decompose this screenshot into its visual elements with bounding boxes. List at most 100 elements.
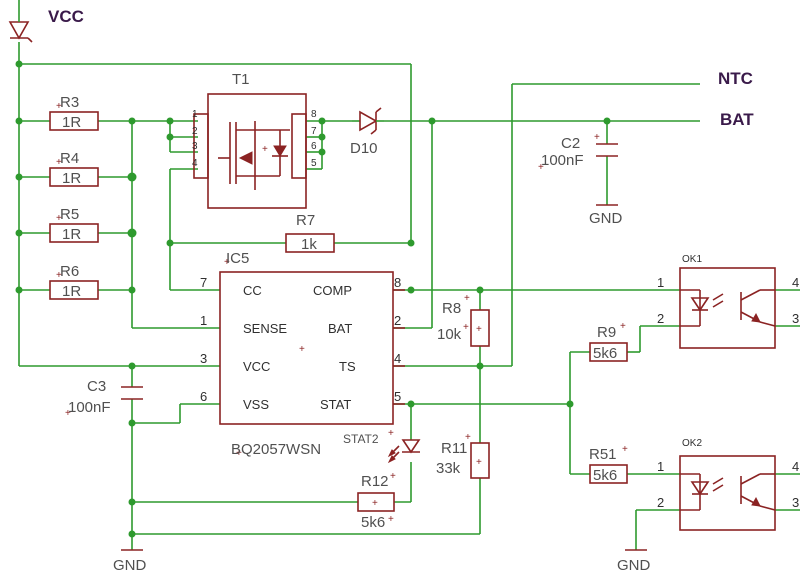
r11-value: 33k [436, 460, 461, 477]
svg-text:+: + [594, 132, 600, 143]
ic5-pin-vcc: VCC [243, 359, 270, 374]
resistor-r7 [285, 233, 335, 253]
r3-value: 1R [62, 114, 81, 131]
diode-d10 [352, 107, 384, 135]
ok2-pin-2: 2 [657, 495, 664, 510]
resistor-r12: + + + [357, 471, 396, 525]
resistor-r9: + [589, 321, 628, 362]
t1-pin-4: 4 [192, 158, 198, 169]
svg-text:+: + [476, 457, 482, 468]
svg-text:+: + [388, 514, 394, 525]
resistor-r51: + [589, 444, 628, 484]
ic5-pin-2-num: 2 [394, 313, 401, 328]
r9-value: 5k6 [593, 345, 617, 362]
junction-dots [15, 60, 611, 538]
resistor-r5: + [49, 213, 99, 243]
ic5-body: + + + [219, 257, 405, 459]
vcc-symbol [8, 0, 33, 43]
ic5-pin-6-num: 6 [200, 389, 207, 404]
svg-text:+: + [620, 321, 626, 332]
r5-name: R5 [60, 206, 79, 223]
ic5-pin-comp: COMP [313, 283, 352, 298]
ic5-pin-ts: TS [339, 359, 356, 374]
ok2-pin-3: 3 [792, 495, 799, 510]
resistor-r4: + [49, 157, 99, 187]
svg-text:+: + [236, 448, 242, 459]
optocoupler-ok2 [679, 455, 776, 531]
ic5-part: BQ2057WSN [231, 441, 321, 458]
ok2-name: OK2 [682, 438, 702, 449]
svg-text:+: + [299, 344, 305, 355]
svg-text:+: + [622, 444, 628, 455]
ic5-pin-1-num: 1 [200, 313, 207, 328]
svg-text:+: + [224, 257, 230, 268]
c2-value: 100nF [541, 152, 584, 169]
ok1-name: OK1 [682, 254, 702, 265]
svg-text:+: + [464, 293, 470, 304]
r3-name: R3 [60, 94, 79, 111]
r4-value: 1R [62, 170, 81, 187]
c3-name: C3 [87, 378, 106, 395]
wires [18, 42, 800, 550]
ic5-pin-8-num: 8 [394, 275, 401, 290]
svg-text:+: + [463, 322, 469, 333]
svg-text:+: + [56, 157, 62, 168]
svg-text:+: + [390, 471, 396, 482]
gnd-label-ok2: GND [617, 557, 651, 574]
ic5-pin-stat: STAT [320, 397, 351, 412]
led-stat2: + [387, 428, 421, 464]
ic5-pin-bat: BAT [328, 321, 352, 336]
ic5-pin-7-num: 7 [200, 275, 207, 290]
svg-text:+: + [56, 270, 62, 281]
r51-name: R51 [589, 446, 617, 463]
ic5-pin-cc: CC [243, 283, 262, 298]
r12-value: 5k6 [361, 514, 385, 531]
r6-value: 1R [62, 283, 81, 300]
t1-pin-8: 8 [311, 109, 317, 120]
svg-text:+: + [538, 162, 544, 173]
svg-text:+: + [65, 408, 71, 419]
svg-text:+: + [388, 428, 394, 439]
ok1-pin-2: 2 [657, 311, 664, 326]
r9-name: R9 [597, 324, 616, 341]
resistor-r6: + [49, 270, 99, 300]
r6-name: R6 [60, 263, 79, 280]
c2-name: C2 [561, 135, 580, 152]
ic5-pin-vss: VSS [243, 397, 269, 412]
r7-value: 1k [301, 236, 317, 253]
t1-pin-3: 3 [192, 141, 198, 152]
resistor-r11: + + [465, 432, 490, 479]
ic5-pin-5-num: 5 [394, 389, 401, 404]
d10-name: D10 [350, 140, 378, 157]
r4-name: R4 [60, 150, 79, 167]
svg-text:+: + [56, 101, 62, 112]
r7-name: R7 [296, 212, 315, 229]
transistor-t1: + [193, 93, 307, 209]
r5-value: 1R [62, 226, 81, 243]
t1-pin-5: 5 [311, 158, 317, 169]
resistor-r3: + [49, 101, 99, 131]
svg-text:+: + [476, 324, 482, 335]
svg-text:+: + [372, 498, 378, 509]
r8-name: R8 [442, 300, 461, 317]
resistor-r8: + + + [463, 293, 490, 347]
r12-name: R12 [361, 473, 389, 490]
svg-text:+: + [465, 432, 471, 443]
t1-pin-2: 2 [192, 126, 198, 137]
t1-pin-6: 6 [311, 141, 317, 152]
gnd-label-c3: GND [113, 557, 147, 574]
t1-pin-7: 7 [311, 126, 317, 137]
vcc-net-label: VCC [48, 7, 84, 26]
r8-value: 10k [437, 326, 462, 343]
r11-name: R11 [441, 440, 467, 457]
r51-value: 5k6 [593, 467, 617, 484]
ok1-pin-3: 3 [792, 311, 799, 326]
gnd-label-c2: GND [589, 210, 623, 227]
ic5-pin-sense: SENSE [243, 321, 287, 336]
ok1-pin-1: 1 [657, 275, 664, 290]
ok2-pin-1: 1 [657, 459, 664, 474]
ic5-pin-4-num: 4 [394, 351, 401, 366]
ntc-net-label: NTC [718, 69, 753, 88]
